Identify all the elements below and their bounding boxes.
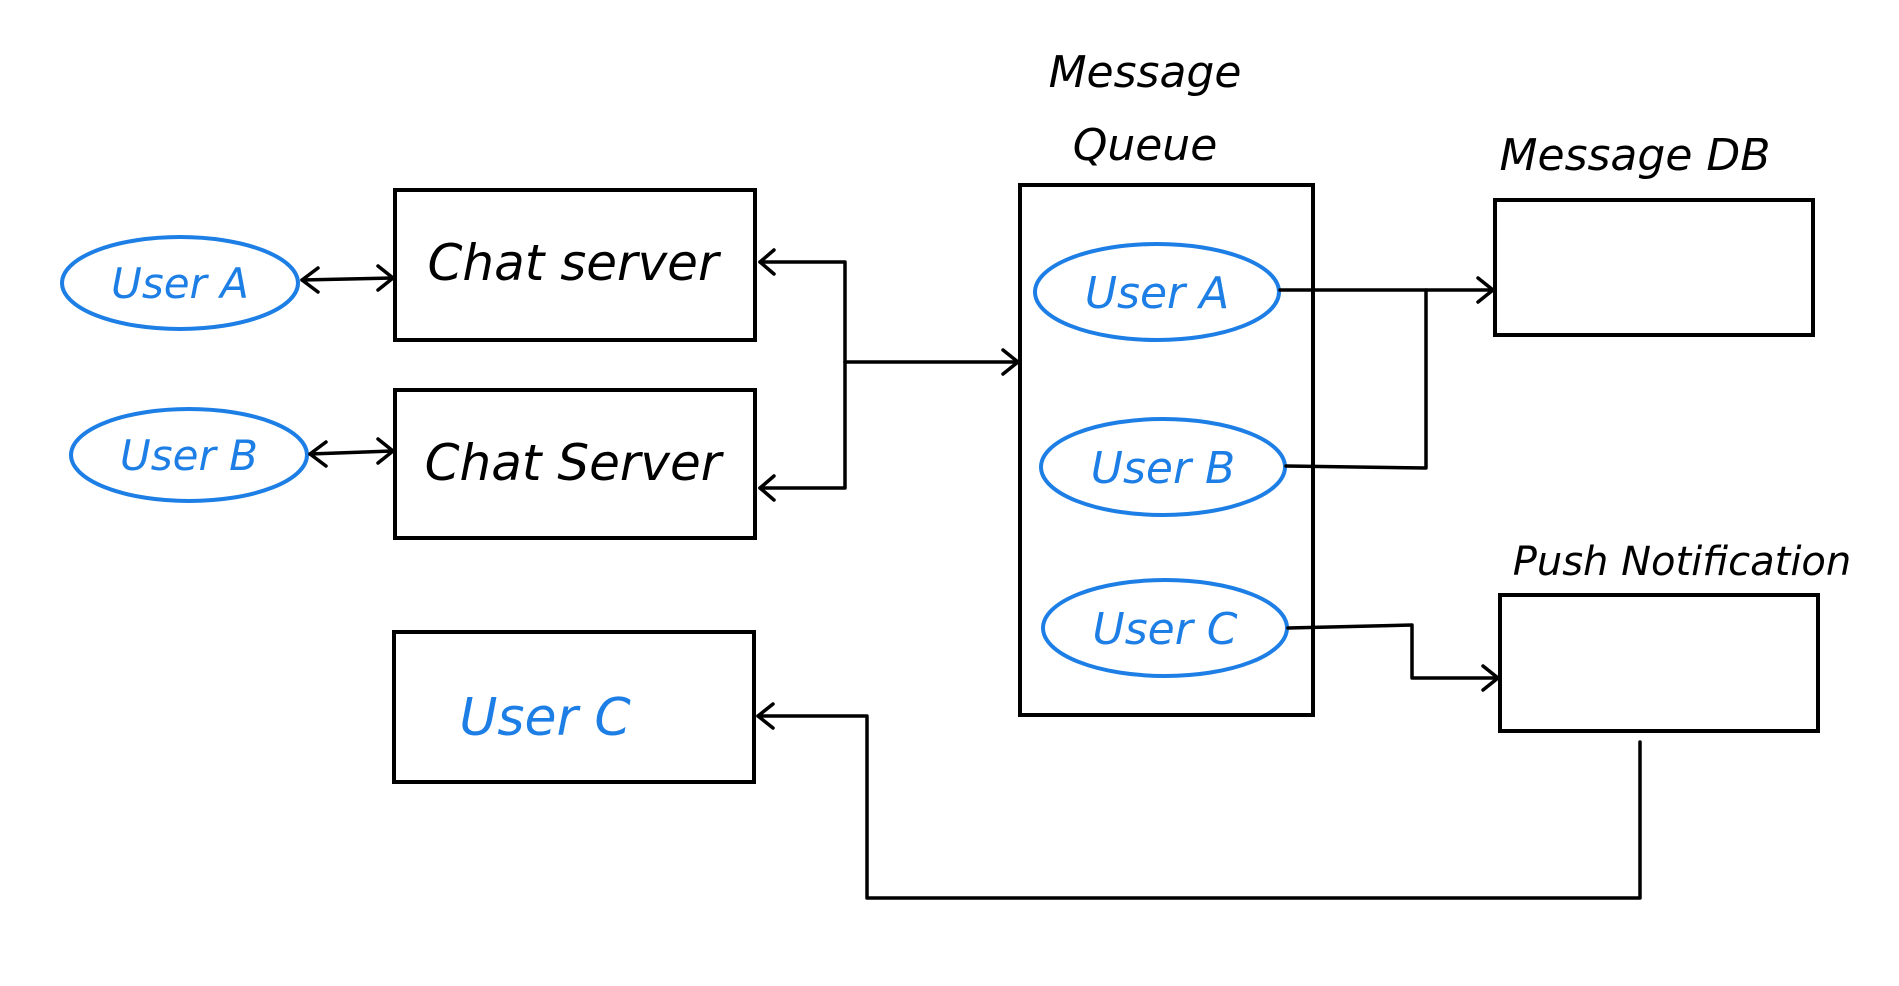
chat-server-2-box — [393, 388, 757, 540]
push-notification[interactable]: Push Notification — [1498, 539, 1852, 733]
chat-server-1-box — [393, 188, 757, 342]
message-db-title: Message DB — [1500, 130, 1771, 181]
connector-queue-message-db — [1278, 276, 1495, 470]
chat-server-2[interactable]: Chat Server — [393, 388, 757, 540]
client-user-b[interactable]: User B — [69, 407, 309, 503]
connector-queue-push-notification — [1286, 623, 1500, 692]
push-notification-title: Push Notification — [1513, 539, 1852, 585]
chat-server-1-label: Chat server — [427, 234, 721, 292]
client-user-b-label: User B — [120, 431, 258, 480]
connector-push-notification-user-c — [756, 702, 1642, 900]
connector-chat-servers-queue — [758, 248, 1020, 502]
queue-user-a-label: User A — [1085, 268, 1229, 319]
queue-user-c-label: User C — [1093, 604, 1238, 655]
push-notification-box — [1498, 593, 1820, 733]
client-user-a-label: User A — [111, 259, 249, 308]
queue-user-b-label: User B — [1091, 443, 1235, 494]
queue-user-c[interactable]: User C — [1041, 578, 1289, 678]
client-user-a[interactable]: User A — [60, 235, 300, 331]
client-user-a-ellipse — [60, 235, 300, 331]
queue-user-b[interactable]: User B — [1039, 417, 1287, 517]
user-c-box-rect — [392, 630, 756, 784]
message-queue[interactable]: Message Queue User A User B User C — [1018, 47, 1315, 717]
connector-user-a-chat-server — [300, 264, 395, 294]
user-c-box-label: User C — [459, 688, 631, 748]
client-user-b-ellipse — [69, 407, 309, 503]
chat-server-2-label: Chat Server — [425, 434, 725, 492]
queue-user-a-ellipse — [1033, 242, 1281, 342]
user-c-box[interactable]: User C — [392, 630, 756, 784]
message-queue-box — [1018, 183, 1315, 717]
message-queue-title-line2: Queue — [1073, 120, 1218, 171]
message-queue-title-line1: Message — [1049, 47, 1242, 98]
message-db-box — [1493, 198, 1815, 337]
chat-server-1[interactable]: Chat server — [393, 188, 757, 342]
message-db[interactable]: Message DB — [1493, 130, 1815, 337]
connector-user-b-chat-server — [308, 437, 395, 468]
queue-user-a[interactable]: User A — [1033, 242, 1281, 342]
